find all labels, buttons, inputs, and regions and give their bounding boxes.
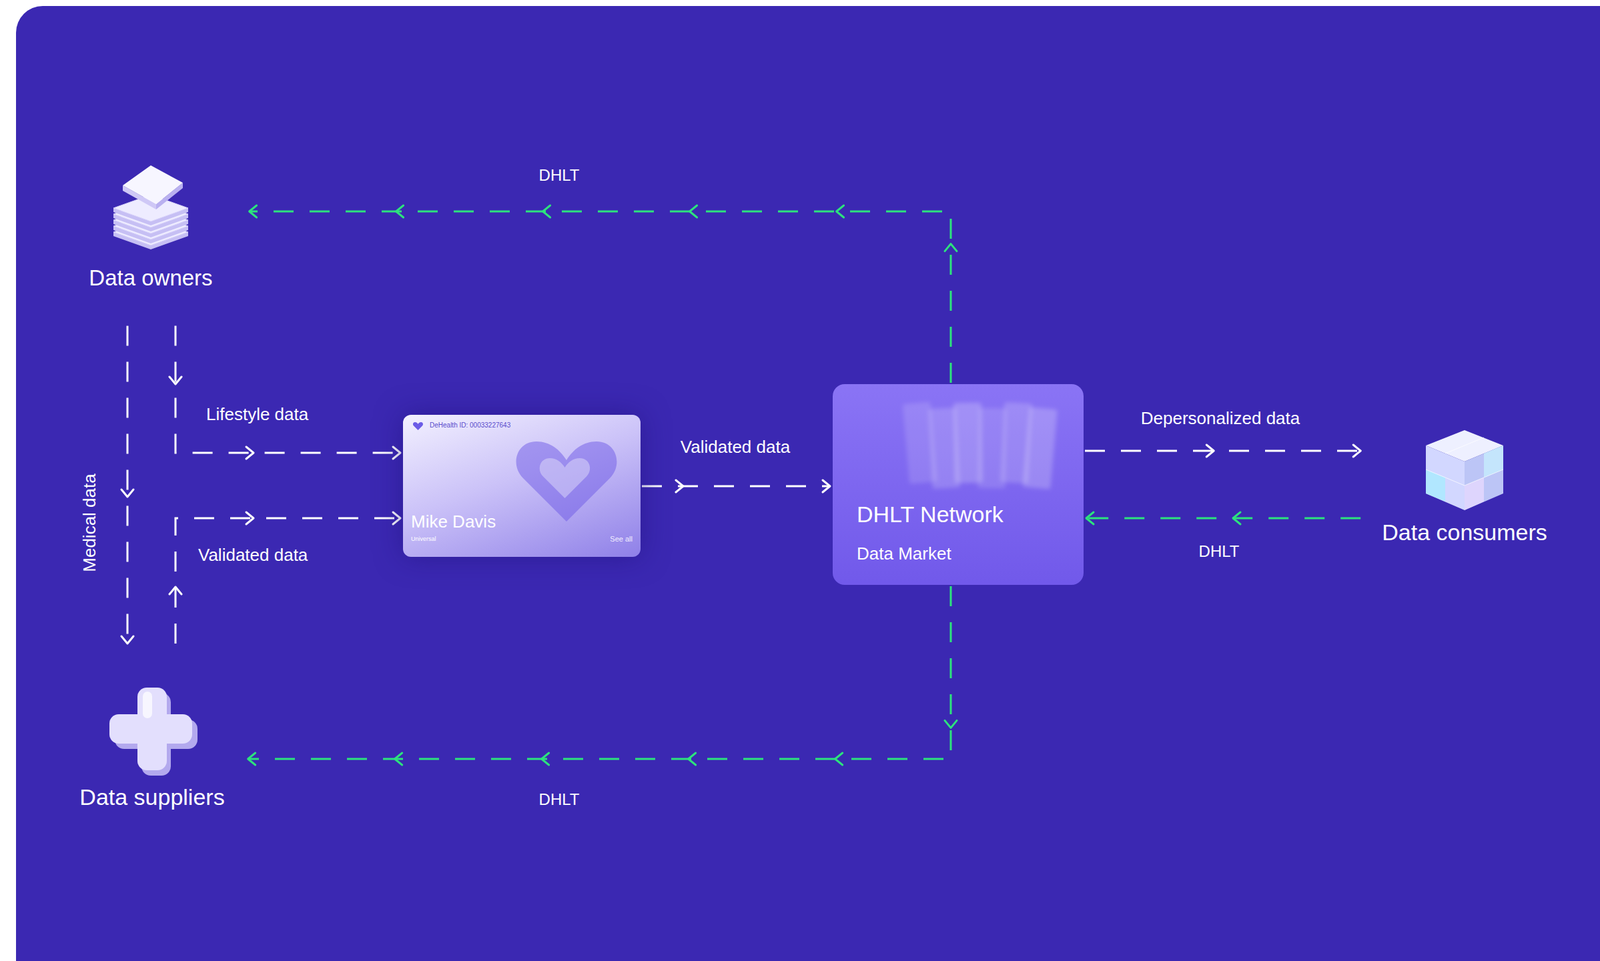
card-holder: Mike Davis (411, 512, 496, 533)
cube-seam (1425, 469, 1465, 486)
arrowhead (246, 512, 254, 525)
card-type: Universal (411, 535, 437, 543)
arrowhead (822, 480, 831, 493)
icon-illustration (104, 160, 198, 251)
arrowhead (1353, 445, 1361, 458)
cube-right (1464, 445, 1504, 511)
cube-seam (1445, 437, 1484, 454)
blurred-document (1022, 407, 1057, 490)
cube-seam (1464, 469, 1504, 486)
background-panel (16, 6, 1600, 961)
arrowhead (944, 244, 957, 252)
cube-left (1425, 445, 1465, 511)
arrowhead (248, 753, 256, 766)
health-id-card: DeHealth ID: 00033227643Mike DavisUniver… (403, 415, 641, 558)
card-heart-glow (539, 458, 590, 499)
dashed-connector (641, 485, 831, 488)
arrowhead (944, 720, 957, 728)
dashed-connector (175, 518, 401, 644)
card-heart-art (509, 435, 624, 529)
arrowhead (543, 205, 551, 218)
cube-glass (1425, 469, 1446, 502)
arrowhead (689, 205, 698, 218)
node-label: Data consumers (1381, 519, 1548, 547)
card-heart (516, 441, 618, 522)
edge-label: Lifestyle data (206, 405, 309, 426)
dashed-connector (1086, 517, 1361, 520)
network-box: DHLT NetworkData Market (832, 384, 1084, 586)
arrowhead (121, 489, 134, 498)
card-logo (412, 421, 424, 432)
dashed-connector (126, 326, 129, 644)
cube-glass (1464, 477, 1484, 511)
arrowhead (541, 753, 550, 766)
edge-label: Depersonalized data (1140, 409, 1301, 430)
edge-label: DHLT (1198, 542, 1240, 562)
edge-label: Medical data (80, 473, 101, 572)
node-label: Data suppliers (79, 783, 225, 812)
edge-label: DHLT (539, 166, 580, 185)
arrowhead (1233, 512, 1241, 525)
arrowhead (394, 753, 403, 766)
dashed-connector (1084, 450, 1361, 453)
arrowhead (246, 447, 254, 460)
connector-group (641, 480, 831, 493)
arrowhead (675, 480, 684, 493)
data-consumers-node: Data consumers (1381, 427, 1548, 547)
arrowhead (249, 205, 257, 218)
card-logo-heart (413, 422, 424, 431)
data-suppliers-node: Data suppliers (79, 683, 225, 812)
arrowhead (392, 447, 401, 460)
connector-group (249, 205, 957, 383)
edge-label: Validated data (198, 545, 308, 566)
card-link: See all (609, 535, 633, 544)
dashed-connector (248, 586, 951, 760)
icon-tile-top (122, 165, 183, 205)
edge-label: DHLT (539, 790, 580, 810)
connector-group (169, 326, 401, 460)
plus-highlight (142, 691, 153, 719)
card-id: DeHealth ID: 00033227643 (429, 421, 511, 430)
arrowhead (396, 205, 404, 218)
network-title: DHLT Network (856, 501, 1004, 528)
connector-group (121, 326, 134, 644)
connector-group (1086, 512, 1361, 525)
node-label: Data owners (88, 264, 213, 292)
arrowhead (1086, 512, 1094, 525)
edge-label: Validated data (680, 437, 790, 458)
connector-group (169, 512, 401, 644)
cube-glass (1483, 445, 1504, 478)
arrowhead (835, 753, 843, 766)
arrowhead (1206, 445, 1214, 458)
data-owners-node: Data owners (88, 160, 213, 292)
dashed-connector (175, 326, 401, 454)
arrowhead (169, 587, 182, 595)
network-subtitle: Data Market (856, 544, 952, 565)
icon-illustration (105, 683, 199, 778)
connector-group (1084, 445, 1361, 458)
arrowhead (688, 753, 696, 766)
icon-illustration (1417, 427, 1512, 514)
arrowhead (121, 636, 134, 644)
connector-group (248, 586, 957, 766)
arrowhead (836, 205, 845, 218)
dashed-connector (249, 211, 951, 383)
arrowhead (169, 376, 182, 385)
plus-front (109, 714, 193, 744)
arrowhead (392, 512, 401, 525)
